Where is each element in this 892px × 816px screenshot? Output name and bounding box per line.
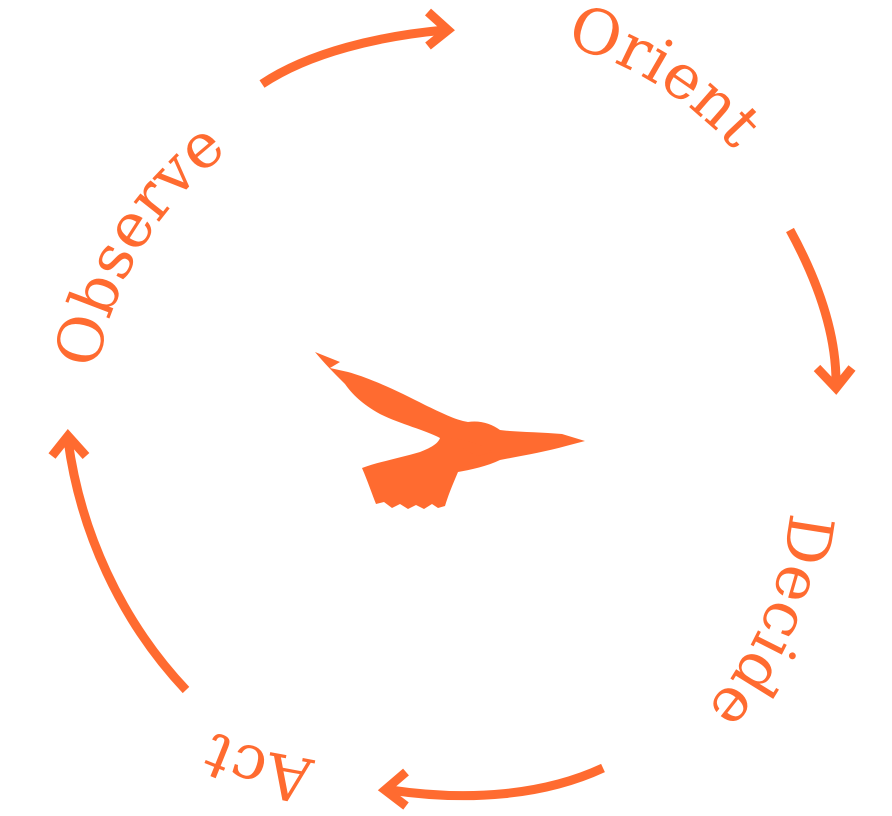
bird-in-flight-icon	[315, 352, 585, 509]
label-orient: Orient	[560, 0, 776, 161]
label-decide: Decide	[695, 510, 848, 745]
arrow-orient-to-decide	[790, 230, 852, 388]
label-act: Act	[193, 718, 319, 816]
label-observe: Observe	[40, 107, 238, 373]
arrow-act-to-observe	[52, 436, 186, 690]
arrow-decide-to-act	[385, 768, 603, 806]
arrow-observe-to-orient	[262, 12, 448, 84]
